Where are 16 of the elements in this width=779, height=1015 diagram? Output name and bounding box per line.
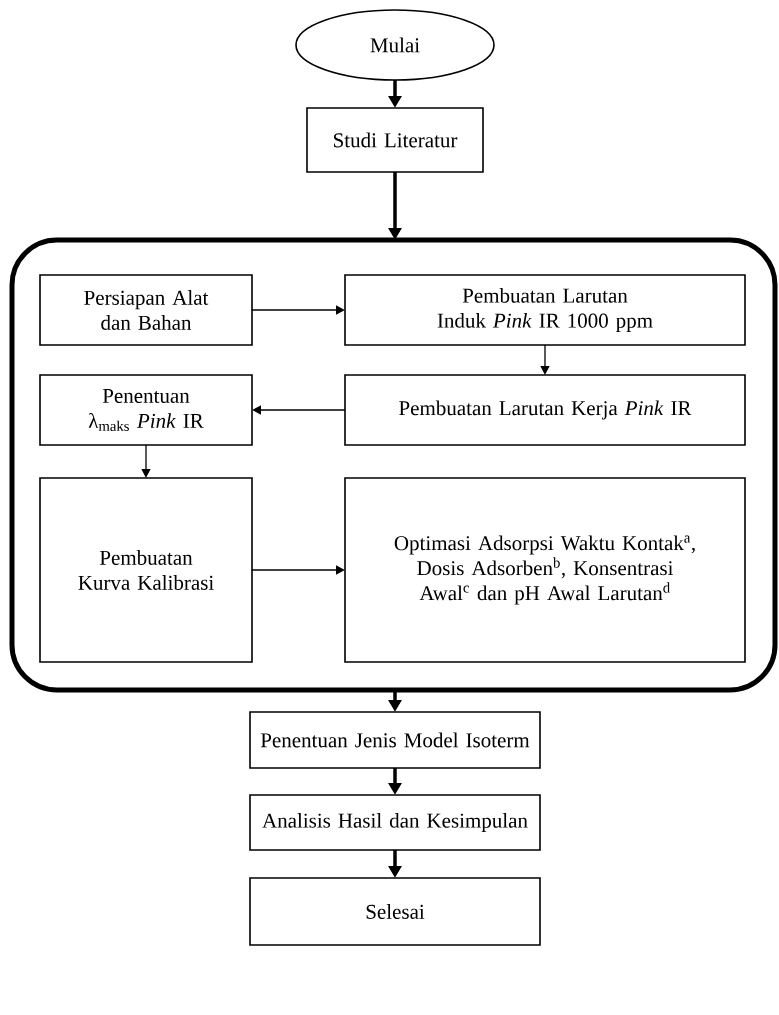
- arrow: [540, 344, 550, 375]
- process-box: Persiapan Alat dan Bahan: [39, 274, 253, 346]
- arrow: [141, 444, 151, 478]
- group-frame: [9, 237, 778, 693]
- process-box: Analisis Hasil dan Kesimpulan: [249, 794, 541, 851]
- process-box: Pembuatan Kurva Kalibrasi: [39, 477, 253, 663]
- process-box: Pembuatan Larutan Kerja Pink IR: [344, 374, 746, 446]
- process-box: Penentuan λ$_{maks}$ Pink IR: [39, 374, 253, 446]
- arrow: [251, 305, 345, 315]
- process-box: Penentuan Jenis Model Isoterm: [249, 711, 541, 769]
- process-box: Selesai: [249, 877, 541, 946]
- process-box: Pembuatan Larutan Induk Pink IR 1000 ppm: [344, 274, 746, 346]
- process-box: Optimasi Adsorpsi Waktu Kontak$^{a}$, Dosis Adsorben$^{b}$, Konsentrasi Awal$^{c}$ dan pH Awal Larutan$^{d}$: [344, 477, 746, 663]
- arrow: [252, 405, 346, 415]
- process-box: Studi Literatur: [306, 107, 484, 173]
- arrow: [251, 565, 345, 575]
